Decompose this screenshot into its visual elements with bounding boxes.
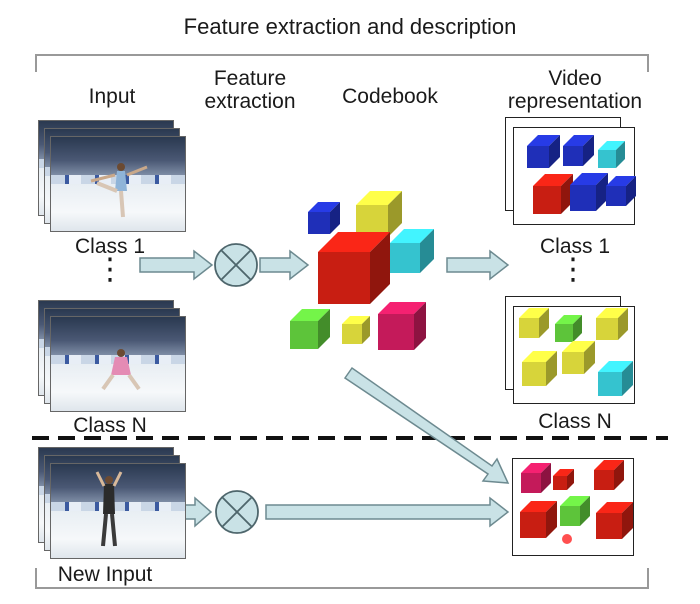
arrow-icon [446, 249, 510, 281]
video-frame [50, 463, 186, 559]
skater-figure-icon [90, 163, 148, 218]
arrow-icon [184, 496, 213, 528]
header-video-representation-line1: Video [548, 67, 602, 90]
label-class-n-input: Class N [73, 414, 147, 437]
header-codebook: Codebook [342, 85, 438, 108]
representation-frame-new-input [512, 458, 634, 556]
label-class-1-representation: Class 1 [539, 235, 611, 258]
arrow-icon [343, 366, 510, 484]
arrow-icon [259, 249, 310, 281]
codebook-cube-icon [378, 302, 426, 350]
codebook-cubes [290, 191, 434, 350]
video-frame [50, 316, 186, 412]
ellipsis-vertical-icon: ⋮ [95, 253, 125, 286]
header-video-representation-line2: representation [507, 90, 643, 113]
frame-bottom-bracket [35, 568, 649, 589]
label-class-1-input: Class 1 [74, 235, 146, 258]
video-frame [50, 136, 186, 232]
codebook-cube-icon [308, 202, 340, 234]
codebook-cube-icon [318, 232, 390, 304]
extraction-operator-icon [214, 243, 258, 287]
representation-frame-class-n [513, 306, 635, 404]
frame-top-bracket [35, 54, 649, 72]
skater-figure-icon [101, 349, 141, 391]
codebook-cube-icon [342, 316, 370, 344]
header-feature-extraction-line2: extraction [204, 90, 296, 113]
header-input: Input [88, 85, 136, 108]
diagram-title: Feature extraction and description [183, 14, 517, 39]
codebook-cube-icon [390, 229, 434, 273]
skater-figure-icon [95, 471, 123, 547]
label-new-input: New Input [57, 563, 153, 586]
representation-frame-class-1 [513, 127, 635, 225]
arrow-icon [139, 249, 214, 281]
extraction-operator-icon [215, 490, 259, 534]
arrow-icon [265, 496, 510, 528]
codebook-cube-icon [356, 191, 402, 237]
ellipsis-vertical-icon: ⋮ [558, 253, 588, 286]
label-class-n-representation: Class N [538, 410, 612, 433]
codebook-cube-icon [290, 309, 330, 349]
header-feature-extraction-line1: Feature [213, 67, 287, 90]
